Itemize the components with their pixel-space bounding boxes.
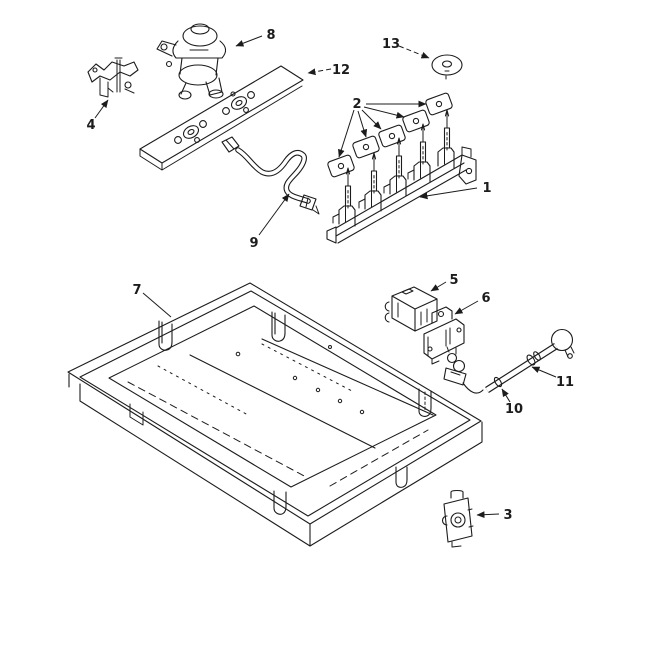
callout-11-leader — [531, 366, 557, 378]
callout-6-leader — [454, 300, 479, 315]
callout-7: 7 — [132, 283, 141, 298]
clip-nuts — [327, 92, 453, 178]
callout-5-leader — [430, 281, 447, 292]
callout-5: 5 — [449, 273, 458, 288]
wire-connector — [443, 346, 484, 394]
gas-valve — [332, 167, 356, 227]
clip-nut — [402, 109, 430, 133]
clip-nut — [327, 154, 355, 178]
gas-valve — [407, 123, 431, 183]
spark-module — [384, 286, 438, 332]
washer — [431, 54, 463, 80]
callout-2-leader — [361, 109, 382, 130]
callout-11: 11 — [556, 375, 574, 390]
gas-valve — [383, 137, 407, 197]
clip-nut — [352, 135, 380, 159]
callout-9-leader — [258, 193, 290, 236]
pressure-regulator — [156, 23, 227, 100]
callout-6: 6 — [481, 291, 490, 306]
burner-support-bar — [139, 65, 304, 171]
callout-12-leader — [307, 68, 332, 76]
gas-valve — [358, 152, 382, 212]
mounting-bracket-small — [87, 57, 139, 98]
callout-1-leader — [419, 187, 478, 200]
ignition-harness — [485, 328, 575, 393]
clip-nut — [378, 124, 406, 148]
callout-2-leader — [357, 110, 368, 138]
callout-9: 9 — [249, 236, 258, 251]
callout-2-leader — [363, 106, 405, 119]
callouts: 1 2 3 4 5 6 7 8 9 10 11 12 13 — [86, 28, 574, 523]
gas-valve — [437, 109, 455, 169]
callout-4: 4 — [86, 118, 95, 133]
module-bracket — [423, 306, 465, 365]
gas-tube — [221, 136, 320, 215]
callout-10-leader — [501, 388, 511, 403]
callout-2-leader — [338, 109, 355, 158]
callout-7-leader — [142, 292, 172, 318]
spark-igniter-switch — [441, 489, 474, 548]
clip-nut — [425, 92, 453, 116]
callout-12: 12 — [332, 63, 350, 78]
callout-1: 1 — [482, 181, 491, 196]
manifold-assembly — [326, 109, 477, 244]
callout-8: 8 — [266, 28, 275, 43]
callout-8-leader — [235, 35, 263, 47]
callout-13-leader — [398, 45, 430, 59]
callout-2: 2 — [352, 97, 361, 112]
callout-4-leader — [94, 99, 109, 119]
callout-3-leader — [476, 511, 500, 519]
callout-10: 10 — [505, 402, 523, 417]
callout-13: 13 — [382, 37, 400, 52]
callout-3: 3 — [503, 508, 512, 523]
burner-box-pan — [67, 282, 483, 547]
